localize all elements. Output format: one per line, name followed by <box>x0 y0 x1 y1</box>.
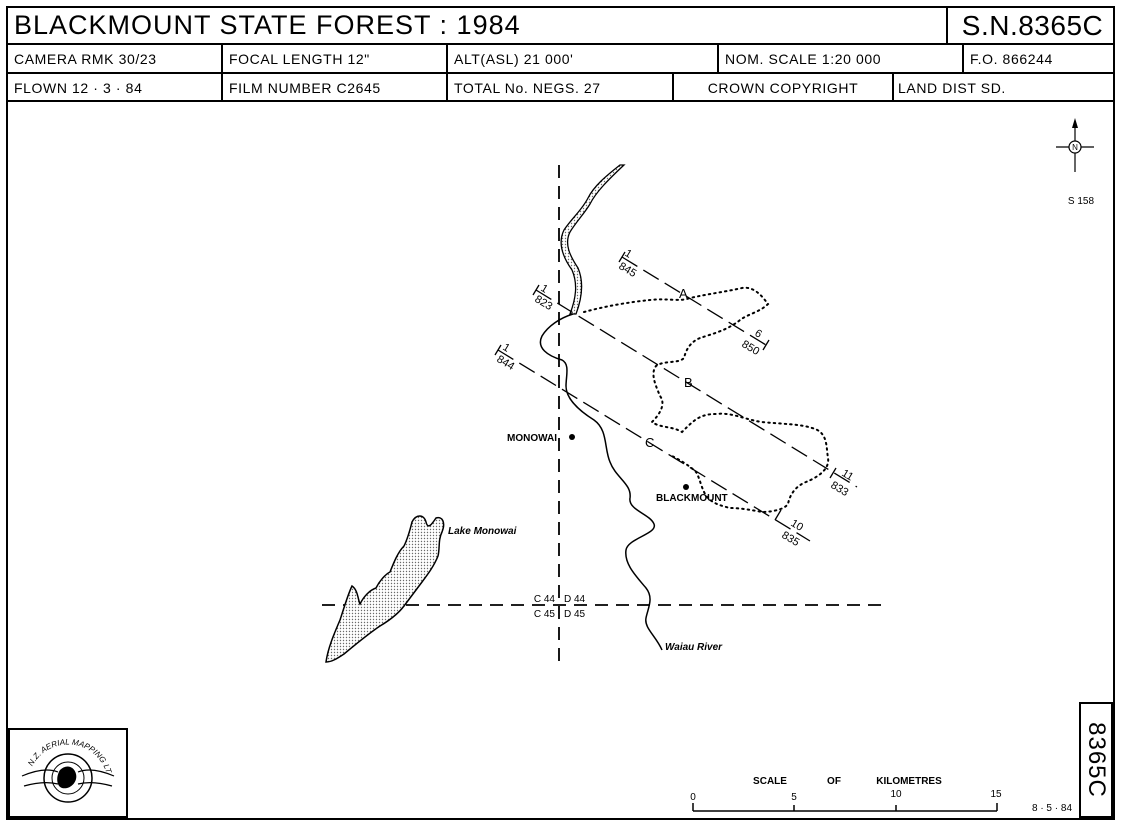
scale-title-1: SCALE <box>753 776 787 787</box>
logo-text: N.Z. AERIAL MAPPING LTD. <box>0 0 114 775</box>
flight-line-b: 1 823 B 11 833 <box>532 282 858 499</box>
vertical-sheet-number: 8365C <box>1083 722 1111 798</box>
river-upper-channel <box>560 164 626 315</box>
aerial-mapping-logo-mark: N.Z. AERIAL MAPPING LTD. <box>0 0 115 803</box>
total-negs-cell: TOTAL No. NEGS. 27 <box>448 74 674 102</box>
flight-line-c: 1 844 C 10 835 <box>494 341 811 549</box>
print-date: 8 · 5 · 84 <box>1032 803 1072 814</box>
north-label: N <box>1072 143 1078 152</box>
flight-b-end-index: 11 <box>839 467 855 483</box>
flight-c-start-index: 1 <box>500 341 511 354</box>
lake-monowai <box>325 515 445 663</box>
flight-b-label: B <box>684 375 693 390</box>
grid-label-d45: D 45 <box>564 609 586 620</box>
vertical-sheet-number-box: 8365C <box>1079 702 1113 818</box>
grid-label-c45: C 45 <box>534 609 556 620</box>
header-table: BLACKMOUNT STATE FOREST : 1984 S.N.8365C… <box>6 6 1115 102</box>
scale-bar: SCALE OF KILOMETRES 0 5 10 15 <box>690 776 1002 812</box>
blackmount-label: BLACKMOUNT <box>656 493 728 504</box>
fo-cell: F.O. 866244 <box>970 50 1053 67</box>
blackmount-marker <box>683 484 689 490</box>
scale-tick-5: 5 <box>791 792 797 803</box>
flight-c-start-neg: 844 <box>494 353 516 373</box>
flight-b-start-neg: 823 <box>532 293 554 313</box>
nominal-scale-cell: NOM. SCALE 1:20 000 <box>719 45 964 72</box>
flight-c-end-index: 10 <box>788 517 805 534</box>
altitude-cell: ALT(ASL) 21 000' <box>448 45 719 72</box>
flown-cell: FLOWN 12 · 3 · 84 <box>8 74 223 102</box>
monowai-marker <box>569 434 575 440</box>
sheet-ref-label: S 158 <box>1068 196 1095 207</box>
flight-a-start-index: 1 <box>622 247 633 260</box>
scale-title-3: KILOMETRES <box>876 776 942 787</box>
forest-boundary <box>583 286 830 514</box>
monowai-label: MONOWAI <box>507 433 557 444</box>
film-number-cell: FILM NUMBER C2645 <box>223 74 448 102</box>
waiau-river <box>539 313 663 651</box>
copyright-cell: CROWN COPYRIGHT <box>674 74 894 102</box>
flight-a-label: A <box>679 286 688 301</box>
north-arrow: N <box>1056 118 1094 172</box>
grid-label-d44: D 44 <box>564 594 586 605</box>
map-frame <box>6 102 1115 820</box>
sheet-title: BLACKMOUNT STATE FOREST : 1984 <box>14 10 521 40</box>
scale-tick-10: 10 <box>890 789 902 800</box>
waiau-river-label: Waiau River <box>665 642 723 653</box>
scale-tick-15: 15 <box>990 789 1002 800</box>
logo-box <box>8 728 128 818</box>
scale-tick-0: 0 <box>690 792 696 803</box>
header-row-specs: CAMERA RMK 30/23 FOCAL LENGTH 12" ALT(AS… <box>8 45 1113 74</box>
flight-a-end-index: 6 <box>752 327 763 340</box>
flight-b-start-index: 1 <box>538 282 549 295</box>
header-row-title: BLACKMOUNT STATE FOREST : 1984 S.N.8365C <box>8 8 1113 45</box>
land-district-cell: LAND DIST SD. <box>898 80 1006 96</box>
focal-length-cell: FOCAL LENGTH 12" <box>223 45 448 72</box>
flight-c-label: C <box>645 435 654 450</box>
header-row-flight: FLOWN 12 · 3 · 84 FILM NUMBER C2645 TOTA… <box>8 74 1113 102</box>
lake-monowai-label: Lake Monowai <box>448 526 517 537</box>
flight-b-end-neg: 833 <box>828 479 850 499</box>
flight-a-start-neg: 845 <box>616 260 638 280</box>
scale-title-2: OF <box>827 776 841 787</box>
grid-label-c44: C 44 <box>534 594 556 605</box>
sheet-id: S.N.8365C <box>946 8 1117 43</box>
flight-a-end-neg: 850 <box>739 338 761 358</box>
camera-cell: CAMERA RMK 30/23 <box>8 45 223 72</box>
